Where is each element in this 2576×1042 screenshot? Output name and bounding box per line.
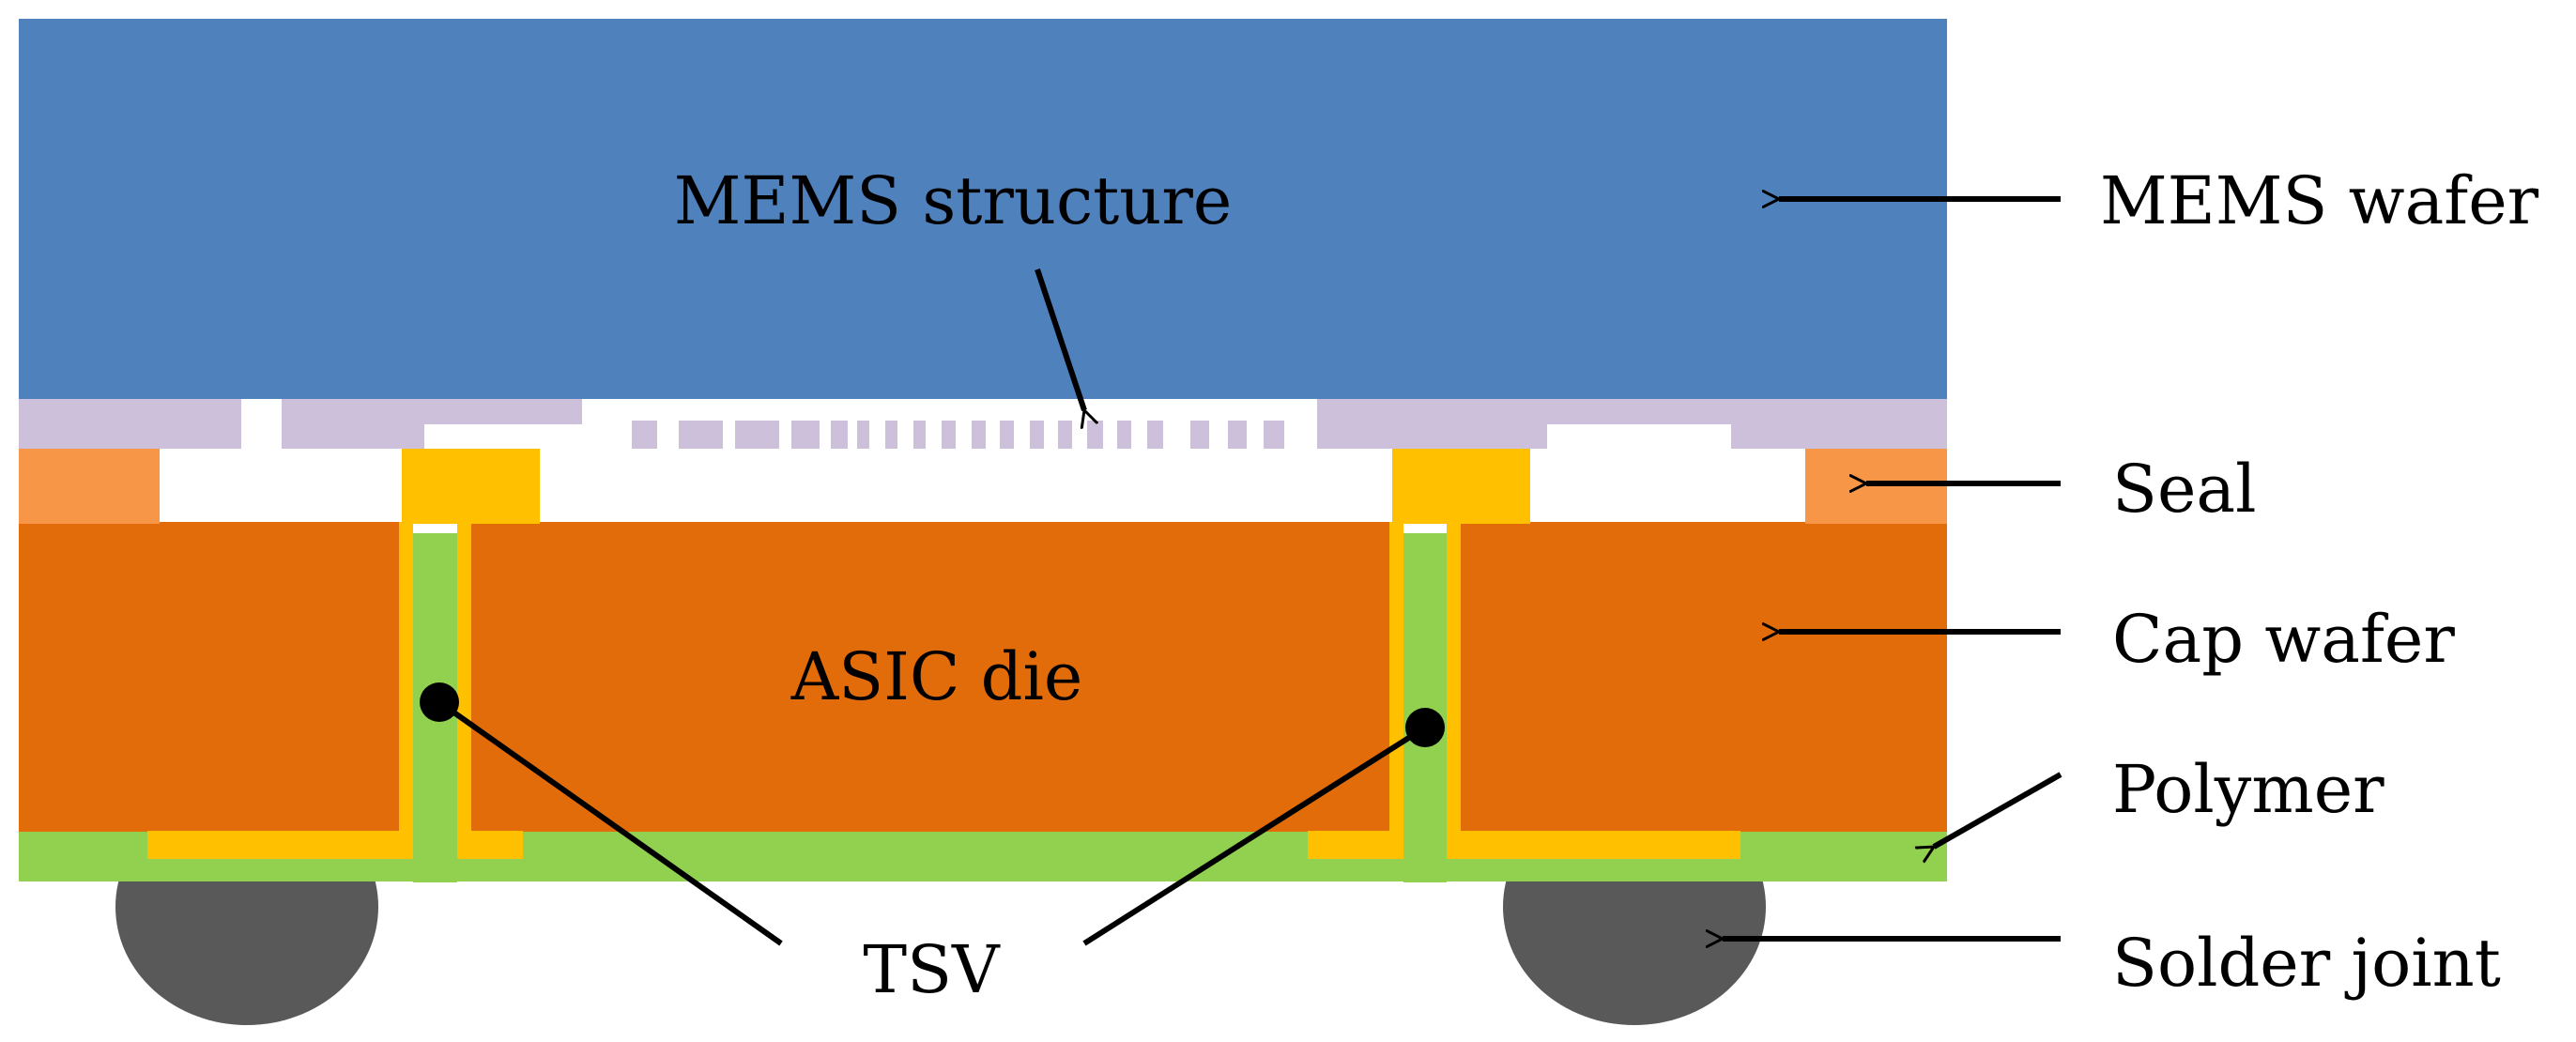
tsv-right [1308,449,1740,882]
mems-structure-finger [831,421,848,449]
mems-wafer [19,19,1947,399]
cap-wafer-segment-left [19,522,399,832]
label-seal: Seal [2112,451,2257,528]
seals [19,449,1947,524]
labels: MEMS structure MEMS wafer Seal Cap wafer… [674,162,2539,1008]
mems-structure-finger [1190,421,1209,449]
label-solder-joint: Solder joint [2112,925,2501,1002]
mems-structure-anchor [282,399,424,449]
mems-structure-beam [424,399,582,424]
arrow-mems-structure [1035,268,1084,410]
arrow-polymer [1934,772,2062,847]
label-asic-die: ASIC die [790,638,1083,715]
mems-structure-finger [632,421,657,449]
mems-structure-finger [913,421,926,449]
label-mems-structure: MEMS structure [674,162,1233,239]
cap-wafer-segment-right [1461,522,1947,832]
mems-structure-finger [972,421,986,449]
leader-tsv-left [437,699,783,946]
seal-left [19,449,160,524]
mems-structure-layer [19,399,1947,449]
tsv-pad-bottom [147,831,413,859]
mems-structure-finger [1117,421,1131,449]
tsv-liner [1389,522,1403,832]
mems-structure-finger [679,421,723,449]
tsv-liner [457,522,471,832]
tsv-pad-bottom [457,831,523,859]
tsv-markers [420,682,1445,747]
cap-wafer-segment-middle [471,522,1389,832]
arrows [437,199,2062,946]
cap-wafer [19,522,1947,832]
mems-structure-finger [885,421,897,449]
mems-structure-finger [942,421,956,449]
tsv-pad-bottom [1308,831,1403,859]
mems-structure-finger [857,421,869,449]
tsv-liner [399,522,413,832]
mems-structure-beam [1317,399,1547,449]
tsv-marker-dot-right [1405,708,1445,747]
label-cap-wafer: Cap wafer [2112,601,2455,678]
mems-structure-finger [1228,421,1247,449]
mems-structure-finger [1087,421,1103,449]
mems-structure-finger [1147,421,1163,449]
mems-structure-beam [1547,399,1731,424]
mems-structure-finger [1264,421,1284,449]
mems-structure-finger [735,421,779,449]
mems-structure-finger [1058,421,1072,449]
label-polymer: Polymer [2112,751,2384,828]
label-mems-wafer: MEMS wafer [2100,162,2539,239]
mems-structure-finger [1030,421,1044,449]
leader-tsv-right [1082,725,1427,946]
mems-structure-finger [1000,421,1014,449]
mems-structure-anchor [1751,399,1947,449]
tsv-pad-top [1392,449,1530,524]
label-tsv: TSV [863,931,1001,1008]
tsv-pad-bottom [1447,831,1740,859]
tsv-liner [1447,522,1461,832]
tsv-marker-dot-left [420,682,459,722]
tsv-pad-top [402,449,540,524]
mems-structure-anchor [19,399,241,449]
mems-structure-finger [791,421,820,449]
